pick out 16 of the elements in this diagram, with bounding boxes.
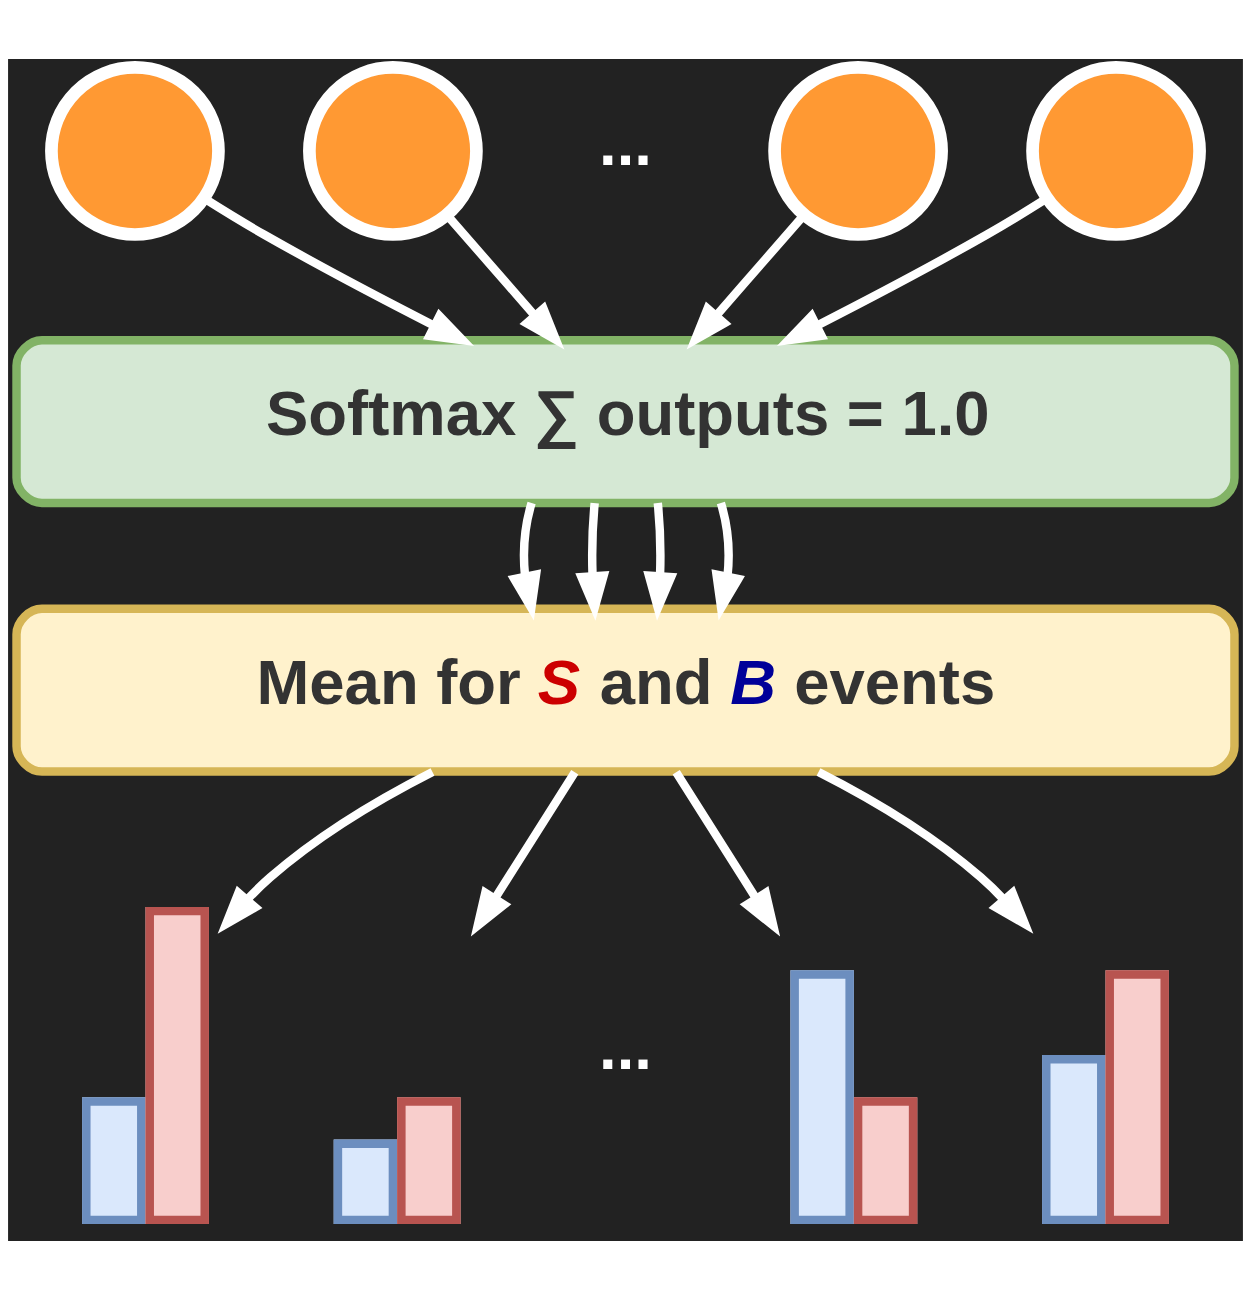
node-box: Mean for S and B events: [12, 604, 1239, 776]
arrow: [711, 501, 745, 621]
node-box: Softmax ∑ outputs = 1.0: [12, 336, 1239, 508]
node-circle: [768, 61, 948, 241]
arrow: [816, 768, 1034, 934]
node-circle: [303, 61, 483, 241]
arrow: [672, 770, 781, 937]
label: ...: [599, 1011, 652, 1082]
arrow: [507, 501, 542, 621]
arrow: [217, 768, 435, 934]
label: ...: [599, 107, 652, 178]
arrow: [643, 502, 678, 621]
arrow: [575, 502, 610, 621]
arrow: [470, 770, 579, 937]
node-circle: [1026, 61, 1206, 241]
node-circle: [45, 61, 225, 241]
